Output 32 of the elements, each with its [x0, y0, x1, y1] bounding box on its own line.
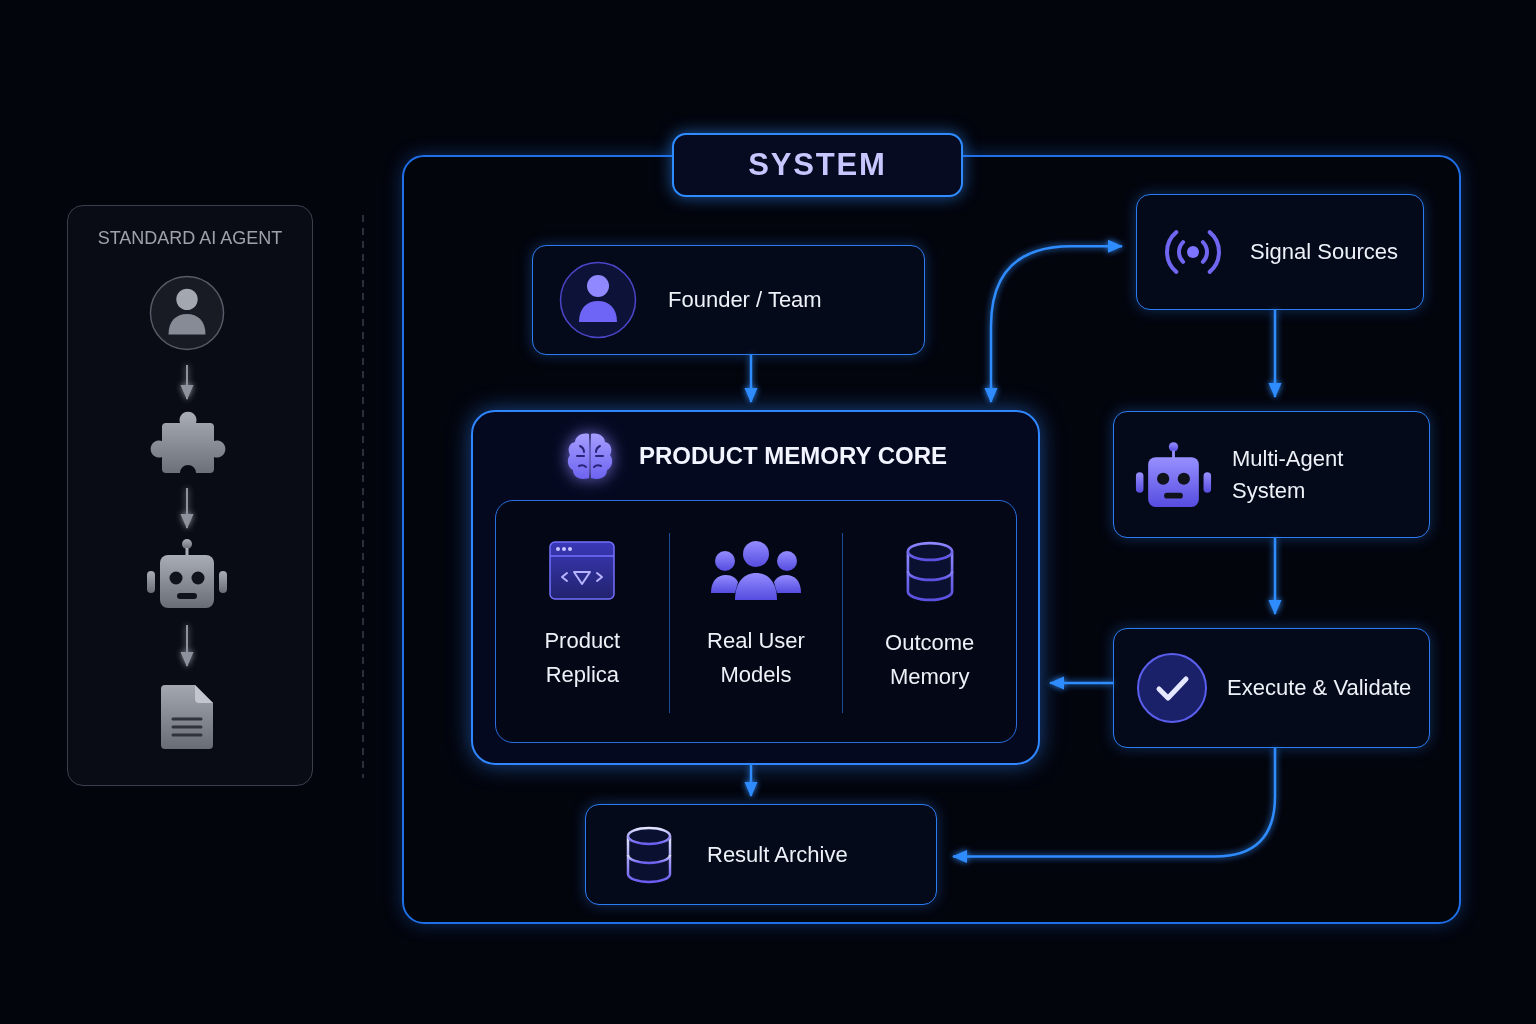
node-label: Founder / Team [668, 286, 822, 314]
section-heading: PRODUCT MEMORY CORE [639, 441, 947, 471]
arrow [744, 765, 758, 797]
arrow [952, 748, 1277, 864]
process-box [585, 804, 937, 905]
arrow [984, 239, 1123, 403]
arrow [1268, 310, 1282, 398]
memory-core-box [471, 410, 1040, 765]
document-icon [159, 684, 215, 750]
panel-title: STANDARD AI AGENT [97, 227, 283, 249]
node-label: Result Archive [707, 840, 848, 869]
process-box [532, 245, 925, 355]
arrow [180, 487, 194, 529]
component-label: Product Replica [543, 627, 622, 689]
node-label: Multi-Agent System [1232, 444, 1345, 505]
process-box [1113, 411, 1430, 538]
user-avatar-icon [149, 275, 225, 351]
process-box [1136, 194, 1424, 310]
arrow [1268, 538, 1282, 615]
node-label: Execute & Validate [1227, 674, 1412, 702]
process-box [1113, 628, 1430, 748]
component-label: Outcome Memory [884, 629, 976, 691]
arrow [1049, 676, 1113, 690]
component-label: Real User Models [706, 627, 806, 689]
arrow [180, 364, 194, 400]
arrow [744, 355, 758, 403]
memory-components-panel [495, 500, 1017, 743]
arrow [180, 624, 194, 667]
node-label: Signal Sources [1250, 238, 1398, 266]
robot-icon [146, 538, 228, 610]
section-title: SYSTEM [672, 133, 963, 197]
comparison-panel [67, 205, 313, 786]
